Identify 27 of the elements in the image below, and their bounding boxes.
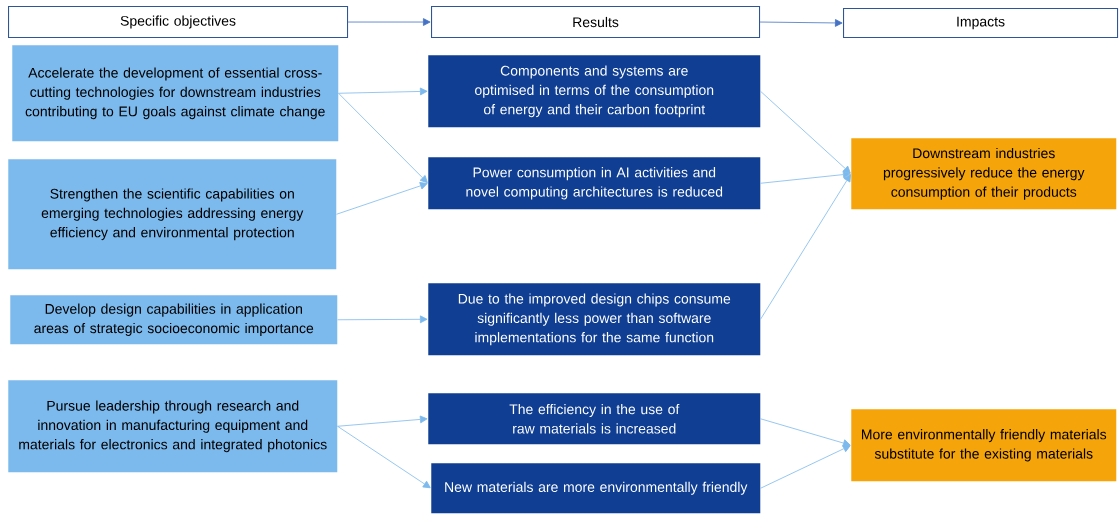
arrow: [760, 418, 851, 447]
impact-box: Downstream industries progressively reduce the energy consumption of their products: [851, 138, 1117, 210]
impact-box: More environmentally friendly materials substitute for the existing materials: [851, 409, 1117, 482]
result-box: Components and systems are optimised in terms of the consumption of energy and their carbon footprint: [428, 55, 761, 128]
arrow: [337, 315, 428, 324]
arrow: [337, 415, 428, 427]
result-box: New materials are more environmentally friendly: [431, 463, 761, 514]
arrow: [337, 425, 431, 489]
objective-box: Pursue leadership through research and innovation in manufacturing equipment and materials for electronics and integrated photonics: [8, 380, 338, 473]
result-box: Power consumption in AI activities and novel computing architectures is reduced: [428, 157, 761, 210]
arrow: [760, 170, 851, 184]
arrow: [347, 18, 431, 26]
arrow: [338, 87, 428, 96]
column-header: Specific objectives: [8, 6, 349, 39]
objective-box: Accelerate the development of essential cross-cutting technologies for downstream industries contributing to EU goals against climate change: [12, 45, 339, 142]
arrow: [760, 174, 851, 320]
arrow: [338, 92, 428, 184]
arrow: [760, 445, 851, 489]
arrow: [336, 182, 428, 215]
arrow: [759, 19, 843, 27]
result-box: The efficiency in the use of raw materials is increased: [428, 393, 761, 445]
objective-box: Develop design capabilities in application areas of strategic socioeconomic importance: [10, 295, 338, 345]
result-box: Due to the improved design chips consume significantly less power than software implementations for the same function: [428, 283, 761, 356]
column-header: Results: [431, 6, 761, 39]
objective-box: Strengthen the scientific capabilities on emerging technologies addressing energy efficiency and environmental protection: [8, 159, 337, 270]
arrow: [760, 90, 851, 174]
column-header: Impacts: [843, 8, 1119, 39]
